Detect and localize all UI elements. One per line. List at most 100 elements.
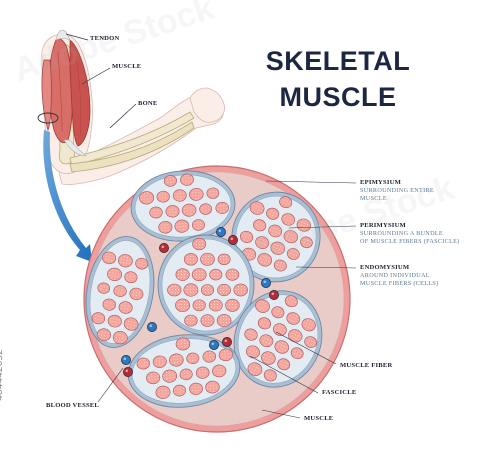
artery-vessel <box>123 367 133 377</box>
fiber-texture <box>258 254 271 266</box>
fiber-texture <box>260 335 273 346</box>
fiber-texture <box>265 370 276 381</box>
vein-vessel <box>147 322 157 332</box>
fiber-texture <box>275 341 288 353</box>
muscle-section-label: MUSCLE <box>304 415 334 422</box>
fiber-texture <box>159 222 172 233</box>
fiber-texture <box>245 329 257 340</box>
fiber-texture <box>184 284 198 296</box>
perimysium-desc-1: SURROUNDING A BUNDLE <box>360 230 444 237</box>
fiber-texture <box>150 207 162 218</box>
fiber-texture <box>202 285 213 295</box>
vessel-highlight <box>218 229 222 233</box>
tendon-top <box>55 29 71 41</box>
endomysium-label: ENDOMYSIUM <box>360 264 410 271</box>
epimysium-desc-1: SURROUNDING ENTIRE <box>360 187 434 194</box>
perimysium-desc-2: OF MUSCLE FIBERS (FASCICLE) <box>360 238 460 245</box>
fiber-texture <box>247 346 259 357</box>
fiber-texture <box>157 192 169 202</box>
fiber-texture <box>125 272 137 282</box>
fiber-texture <box>125 318 138 330</box>
epimysium-desc-2: MUSCLE <box>360 195 387 202</box>
fiber-texture <box>226 269 238 280</box>
fiber-texture <box>213 365 226 376</box>
fiber-texture <box>271 242 284 254</box>
fiber-texture <box>248 363 261 375</box>
vessel-highlight <box>230 237 234 241</box>
fiber-texture <box>137 358 149 369</box>
fiber-texture <box>256 300 269 312</box>
cross-section-marker <box>37 112 59 124</box>
fiber-texture <box>190 384 202 394</box>
artery-vessel <box>228 235 238 245</box>
fiber-texture <box>218 315 231 326</box>
fascicles-group <box>85 170 323 408</box>
brachialis-muscle <box>41 59 52 132</box>
title-line-1: SKELETAL <box>265 46 411 76</box>
perimysium-label: PERIMYSIUM <box>360 222 406 229</box>
fiber-texture <box>174 386 185 396</box>
fiber-texture <box>292 348 303 358</box>
artery-vessel <box>269 290 279 300</box>
fiber-texture <box>175 220 188 232</box>
fiber-texture <box>288 249 299 259</box>
hand <box>189 87 225 123</box>
artery-vessel <box>222 337 232 347</box>
fiber-texture <box>218 254 230 264</box>
vein-vessel <box>121 355 131 365</box>
fiber-texture <box>200 204 211 214</box>
fiber-texture <box>301 237 312 247</box>
fiber-texture <box>250 202 264 214</box>
vessel-highlight <box>263 280 267 284</box>
fiber-texture <box>103 252 115 263</box>
fiber-texture <box>176 269 189 280</box>
fiber-texture <box>201 254 214 265</box>
muscle-fiber-label: MUSCLE FIBER <box>340 362 393 369</box>
arm-leader-lines <box>65 33 137 129</box>
fiber-texture <box>267 209 278 219</box>
fiber-texture <box>163 370 176 382</box>
vessel-highlight <box>149 324 153 328</box>
fiber-texture <box>108 269 121 280</box>
fiber-texture <box>256 237 268 248</box>
title-line-2: MUSCLE <box>279 82 397 112</box>
fiber-texture <box>201 315 214 326</box>
fiber-texture <box>282 214 294 225</box>
fiber-texture <box>218 285 230 295</box>
vessel-highlight <box>211 342 215 346</box>
fiber-texture <box>243 249 255 260</box>
bone-label: BONE <box>138 100 158 107</box>
fascicle <box>85 236 155 348</box>
fiber-texture <box>234 284 247 296</box>
fiber-texture <box>154 356 166 367</box>
fiber-texture <box>193 269 206 280</box>
muscle-arm-label: MUSCLE <box>112 63 142 70</box>
fiber-texture <box>302 319 315 330</box>
fascicle <box>233 290 323 388</box>
fiber-texture <box>181 174 193 185</box>
fiber-texture <box>241 232 252 242</box>
fiber-texture <box>119 302 132 313</box>
fascicle <box>127 334 241 408</box>
fiber-texture <box>183 205 196 216</box>
arm-illustration <box>37 29 225 185</box>
radius-bone <box>69 111 195 167</box>
vein-vessel <box>209 340 219 350</box>
fiber-texture <box>206 382 219 393</box>
vessel-highlight <box>123 357 127 361</box>
blood-vessels-group <box>121 227 279 377</box>
endomysium-desc-2: MUSCLE FIBERS (CELLS) <box>360 280 439 287</box>
fiber-texture <box>280 197 291 207</box>
fiber-texture <box>92 313 104 323</box>
fiber-texture <box>190 189 203 200</box>
fascicle <box>231 191 321 283</box>
vein-vessel <box>261 278 271 288</box>
fascicle <box>130 170 236 242</box>
ulna-bone <box>69 121 195 173</box>
fiber-texture <box>156 387 170 398</box>
fiber-texture <box>203 351 215 362</box>
fiber-texture <box>185 316 197 326</box>
artery-vessel <box>159 243 169 253</box>
fiber-texture <box>259 318 270 329</box>
fiber-texture <box>286 296 297 306</box>
